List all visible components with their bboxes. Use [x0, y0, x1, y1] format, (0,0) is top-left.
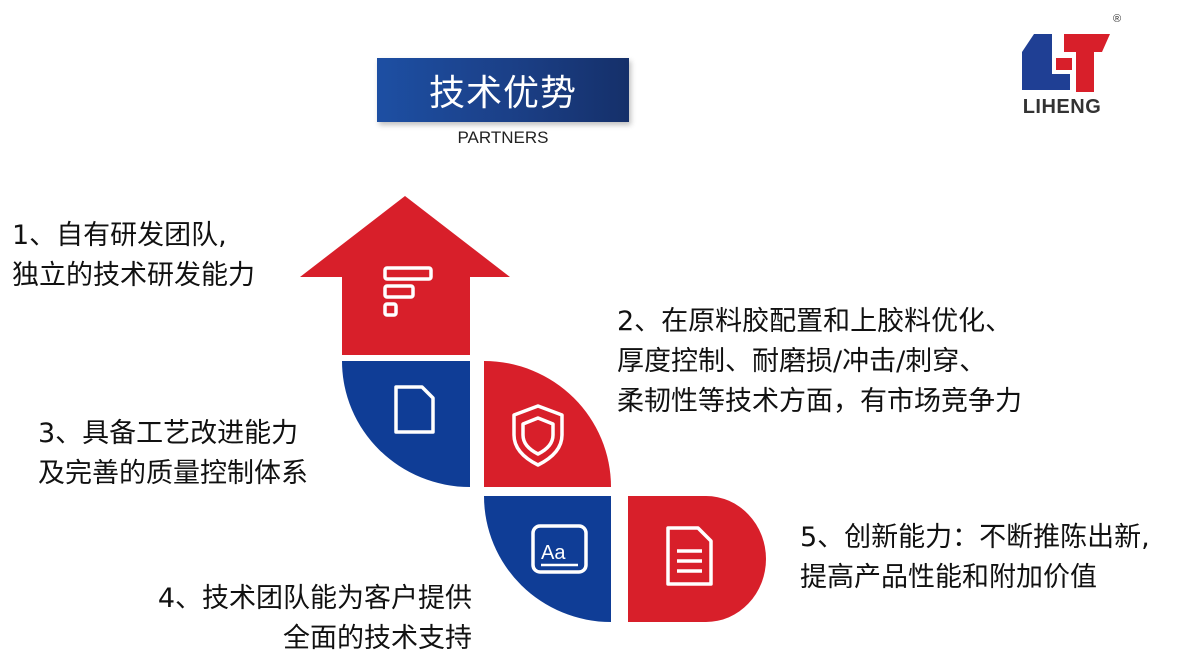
advantage-5-line-1: 5、创新能力：不断推陈出新,	[800, 522, 1150, 553]
advantage-2-line-2: 厚度控制、耐磨损/冲击/刺穿、	[617, 346, 987, 377]
advantage-5-line-2: 提高产品性能和附加价值	[800, 562, 1097, 593]
advantage-1-text: 1、自有研发团队, 独立的技术研发能力	[12, 216, 255, 296]
advantage-4-line-1: 4、技术团队能为客户提供	[157, 583, 472, 614]
advantage-2-line-3: 柔韧性等技术方面，有市场竞争力	[617, 386, 1022, 417]
advantage-3-line-2: 及完善的质量控制体系	[38, 458, 308, 489]
shield-icon	[512, 404, 564, 467]
advantage-2-line-1: 2、在原料胶配置和上胶料优化、	[617, 306, 1013, 337]
page-title: 技术优势	[428, 73, 577, 114]
segment-3	[342, 361, 470, 487]
advantage-1-line-1: 1、自有研发团队,	[12, 220, 227, 251]
page-subtitle: PARTNERS	[457, 128, 549, 147]
arrow-segment-1	[300, 196, 510, 355]
advantage-3-text: 3、具备工艺改进能力 及完善的质量控制体系	[38, 414, 308, 494]
advantage-5-text: 5、创新能力：不断推陈出新, 提高产品性能和附加价值	[800, 518, 1150, 598]
title-banner: 技术优势	[377, 58, 629, 122]
advantage-2-text: 2、在原料胶配置和上胶料优化、 厚度控制、耐磨损/冲击/刺穿、 柔韧性等技术方面…	[617, 302, 1022, 422]
registered-mark: ®	[1113, 13, 1121, 25]
segment-2	[484, 361, 611, 487]
advantage-4-line-2: 全面的技术支持	[283, 623, 472, 654]
text-aa-icon: Aa	[531, 524, 588, 574]
logo-text: LIHENG	[1022, 96, 1102, 118]
liheng-logo: ®	[1022, 13, 1121, 92]
advantage-3-line-1: 3、具备工艺改进能力	[38, 418, 299, 449]
document-icon	[394, 385, 435, 434]
advantage-4-text: 4、技术团队能为客户提供 全面的技术支持	[100, 579, 472, 659]
svg-text:Aa: Aa	[541, 542, 566, 564]
advantage-1-line-2: 独立的技术研发能力	[12, 260, 255, 291]
file-lines-icon	[666, 526, 713, 586]
bar-chart-icon	[383, 266, 433, 317]
segment-5	[628, 496, 766, 622]
